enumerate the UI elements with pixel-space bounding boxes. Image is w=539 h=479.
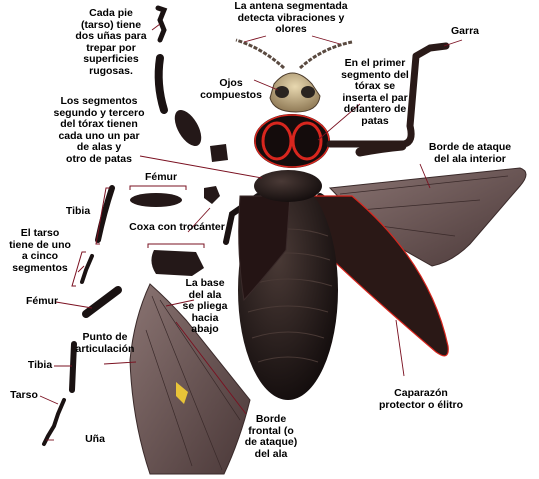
tarsus-top [155, 5, 168, 43]
label-femur-lower: Fémur [25, 295, 59, 307]
femur-lower [82, 286, 122, 318]
label-tarsus-segments: El tarso tiene de uno a cinco segmentos [9, 227, 71, 274]
leader-lines [39, 23, 463, 441]
head [269, 72, 321, 113]
coxa-bracket [147, 243, 205, 248]
elytron-right [301, 195, 449, 357]
label-first-segment: En el primer segmento del tórax se inser… [341, 57, 409, 127]
femur-upper [174, 109, 202, 147]
detached-wing [129, 283, 251, 475]
label-antenna: La antena segmentada detecta vibraciones… [234, 0, 348, 35]
inner-wing-right [328, 167, 527, 267]
femur-middle [130, 193, 182, 207]
label-tibia-top: Tibia [65, 205, 91, 217]
elytron-left [238, 195, 291, 302]
coxa-upper [210, 144, 228, 162]
label-claw-lower: Uña [85, 433, 105, 445]
label-wing-base: La base del ala se pliega hacia abajo [182, 277, 228, 335]
label-inner-wing-edge: Borde de ataque del ala interior [428, 141, 512, 165]
label-foot-tarsus: Cada pie (tarso) tiene dos uñas para tre… [75, 7, 147, 77]
eye-right [301, 86, 315, 98]
label-coxa: Coxa con trocánter [129, 221, 225, 233]
tibia-upper [154, 54, 168, 114]
tarsus-middle [80, 254, 94, 284]
femur-bracket [129, 185, 187, 190]
label-tibia-lower: Tibia [27, 359, 53, 371]
antenna-right [298, 40, 353, 70]
tibia-lower [69, 341, 77, 393]
eye-left [275, 86, 289, 98]
label-claw: Garra [450, 25, 480, 37]
coxa-middle [204, 186, 220, 204]
label-elytron: Caparazón protector o élitro [378, 387, 463, 411]
label-femur-top: Fémur [144, 171, 178, 183]
label-second-third-segments: Los segmentos segundo y tercero del tóra… [53, 95, 145, 165]
label-compound-eyes: Ojos compuestos [200, 77, 262, 101]
tarsus-bracket [71, 251, 86, 287]
coxa-trochanter [151, 250, 204, 276]
thorax [254, 170, 322, 202]
tibia-bracket [95, 187, 110, 245]
tarsus-lower [42, 398, 66, 446]
antenna-left [235, 38, 286, 70]
tibia-middle [95, 185, 115, 243]
label-front-edge: Borde frontal (o de ataque) del ala [244, 413, 298, 460]
label-tarsus-lower: Tarso [10, 389, 38, 401]
label-joint: Punto de articulación [75, 331, 135, 355]
